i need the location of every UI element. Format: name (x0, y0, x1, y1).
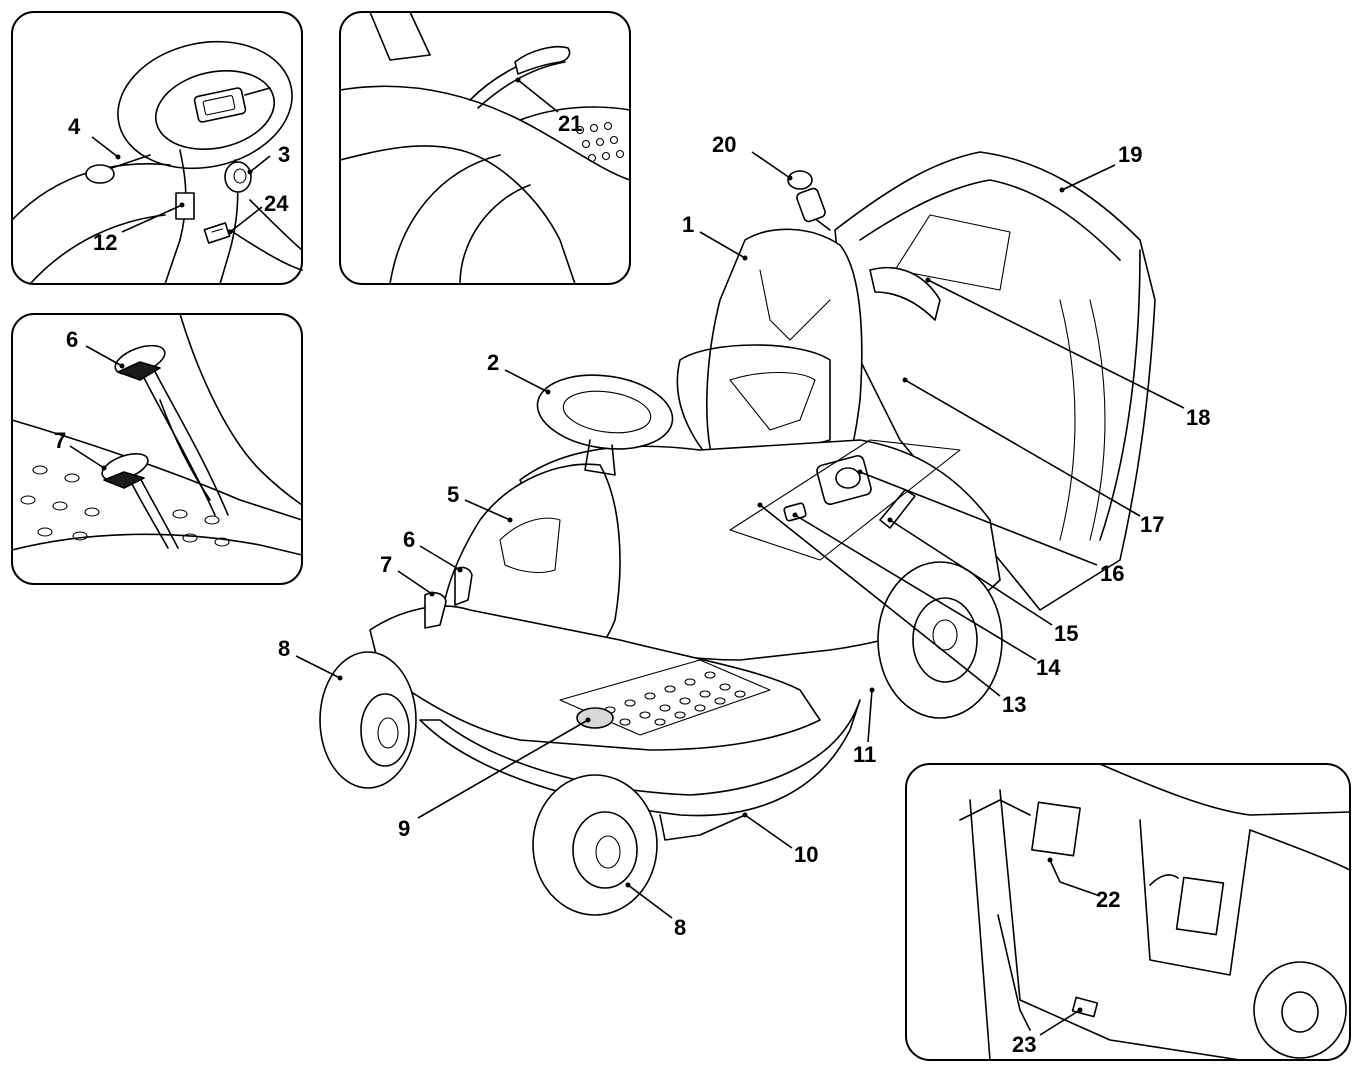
callout-7-main: 7 (380, 552, 392, 577)
callout-4: 4 (68, 114, 81, 139)
callout-17: 17 (1140, 512, 1164, 537)
callout-6-inset: 6 (66, 327, 78, 352)
callout-labels: 1 2 3 4 5 6 6 7 7 8 8 9 10 11 12 13 14 1… (54, 111, 1210, 1057)
callout-13: 13 (1002, 692, 1026, 717)
callout-9: 9 (398, 816, 410, 841)
callout-16: 16 (1100, 561, 1124, 586)
inset-pedal-panel (11, 313, 303, 585)
callout-14: 14 (1036, 655, 1061, 680)
inset-rear-panel (905, 763, 1351, 1061)
callout-22: 22 (1096, 887, 1120, 912)
callout-20: 20 (712, 132, 736, 157)
mower-main-drawing (319, 151, 1156, 916)
callout-2: 2 (487, 350, 499, 375)
inset-steering-panel (11, 11, 303, 285)
inset-lever-panel (339, 11, 631, 285)
callout-10: 10 (794, 842, 818, 867)
callout-8-front: 8 (674, 915, 686, 940)
callout-6-main: 6 (403, 527, 415, 552)
callout-23: 23 (1012, 1032, 1036, 1057)
callout-7-inset: 7 (54, 428, 66, 453)
callout-18: 18 (1186, 405, 1210, 430)
callout-5: 5 (447, 482, 459, 507)
callout-15: 15 (1054, 621, 1078, 646)
callout-19: 19 (1118, 142, 1142, 167)
callout-8-left: 8 (278, 636, 290, 661)
callout-11: 11 (853, 742, 876, 767)
callout-24: 24 (264, 191, 289, 216)
callout-1: 1 (682, 212, 694, 237)
callout-21: 21 (558, 111, 582, 136)
callout-3: 3 (278, 142, 290, 167)
callout-12: 12 (93, 230, 117, 255)
leader-lines (295, 151, 1185, 919)
